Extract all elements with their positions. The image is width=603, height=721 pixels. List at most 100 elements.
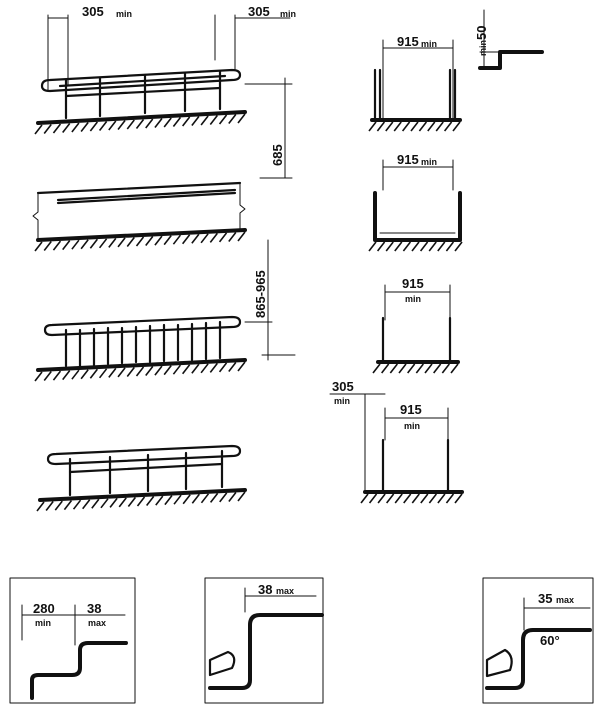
hatch-section-4 — [403, 493, 412, 504]
hatch-ramp-3 — [89, 368, 98, 379]
svg-text:min: min — [35, 618, 51, 628]
ground-hatching — [34, 113, 463, 512]
hatch-section-4 — [428, 493, 437, 504]
svg-text:min: min — [421, 157, 437, 167]
edge-posts-1 — [373, 68, 457, 122]
hatch-ramp-1 — [145, 118, 154, 129]
hatch-ramp-4 — [200, 493, 210, 504]
hatch-ramp-1 — [71, 122, 80, 133]
hatch-section-1 — [427, 121, 436, 132]
ramp-surface-4 — [38, 488, 247, 502]
hatch-ramp-3 — [182, 364, 191, 375]
dimension-min-label: min — [280, 9, 296, 19]
hatch-ramp-2 — [62, 240, 71, 251]
edge-detail-50: 50 min — [474, 9, 544, 70]
hatch-ramp-2 — [228, 231, 237, 242]
ramp-elevation-2 — [32, 181, 247, 242]
stair-detail-2: 38 max — [204, 577, 324, 704]
hatch-section-2 — [368, 241, 377, 252]
dimension-label-35: 35 — [538, 591, 552, 606]
angle-label-60: 60° — [540, 633, 560, 648]
hatch-section-1 — [410, 121, 419, 132]
hatch-section-3 — [450, 363, 459, 374]
handrail-upper-4 — [46, 444, 242, 466]
dimension-label-865-965: 865-965 — [253, 270, 268, 318]
edge-section-4: 305 min 915 min — [329, 379, 464, 494]
hatch-ramp-1 — [43, 124, 52, 134]
hatch-ramp-4 — [209, 492, 219, 503]
hatch-ramp-3 — [126, 366, 135, 377]
hatch-ramp-3 — [43, 371, 52, 382]
hatch-ramp-4 — [146, 496, 155, 507]
hatch-ramp-3 — [34, 371, 43, 382]
hatch-section-1 — [418, 121, 428, 132]
hatch-ramp-3 — [135, 366, 145, 377]
hatch-ramp-1 — [237, 113, 246, 124]
svg-text:min: min — [404, 421, 420, 431]
wall-rail — [56, 188, 237, 202]
hatch-ramp-3 — [172, 364, 182, 375]
hatch-ramp-4 — [164, 495, 173, 506]
hatch-ramp-1 — [191, 116, 200, 126]
hatch-section-3 — [372, 363, 381, 374]
hatch-ramp-4 — [127, 496, 136, 507]
wall-break-left — [32, 192, 39, 241]
svg-text:max: max — [276, 586, 294, 596]
hatch-ramp-4 — [191, 493, 200, 504]
hatch-section-4 — [394, 493, 403, 504]
hatch-ramp-2 — [52, 240, 62, 251]
hatch-ramp-3 — [209, 362, 218, 373]
hatch-section-4 — [437, 493, 446, 504]
handrail-upper — [40, 68, 242, 93]
hatch-section-2 — [419, 241, 429, 252]
hatch-section-4 — [368, 493, 378, 504]
hatch-ramp-3 — [108, 367, 117, 378]
hatch-section-4 — [411, 493, 420, 504]
hatch-ramp-3 — [228, 361, 237, 372]
hatch-ramp-4 — [45, 501, 54, 512]
hatch-ramp-4 — [118, 497, 127, 508]
hatch-section-3 — [441, 363, 450, 374]
hatch-ramp-4 — [136, 496, 146, 507]
hatch-ramp-4 — [72, 499, 82, 510]
hatch-section-2 — [454, 241, 463, 252]
ramp-elevation-1: 305 min 305 min — [36, 4, 296, 125]
svg-text:min: min — [405, 294, 421, 304]
hatch-ramp-4 — [100, 498, 109, 509]
detail-frame-3 — [482, 577, 594, 704]
hatch-ramp-2 — [172, 234, 182, 245]
hatch-section-4 — [360, 493, 369, 504]
dimension-label-38-1: 38 — [87, 601, 101, 616]
hatch-section-1 — [452, 121, 461, 132]
hatch-ramp-3 — [71, 369, 80, 380]
hatch-ramp-4 — [54, 500, 63, 511]
handrail-upper-inner — [58, 74, 227, 88]
hatch-ramp-1 — [172, 117, 182, 127]
hatch-ramp-3 — [218, 362, 228, 373]
hatch-ramp-3 — [154, 365, 163, 376]
hatch-ramp-4 — [182, 494, 191, 505]
hatch-ramp-3 — [237, 361, 246, 372]
svg-text:min: min — [334, 396, 350, 406]
hatch-ramp-4 — [36, 501, 45, 512]
ramp-elevation-4 — [38, 444, 247, 502]
hatch-ramp-1 — [89, 121, 98, 132]
edge-section-3: 915 min — [376, 276, 460, 364]
hatch-ramp-2 — [218, 232, 228, 243]
hatch-section-2 — [445, 241, 455, 252]
hatch-section-1 — [385, 121, 394, 132]
hatch-ramp-1 — [126, 119, 135, 130]
wall-rail-2 — [56, 191, 237, 205]
dimension-label-685: 685 — [270, 144, 285, 166]
detail-frame-1 — [9, 577, 136, 704]
hatch-ramp-1 — [108, 120, 117, 131]
dimension-label-305-section: 305 — [332, 379, 354, 394]
hatch-ramp-1 — [34, 124, 43, 135]
hatch-section-1 — [401, 121, 411, 132]
hatch-ramp-3 — [145, 366, 154, 377]
hatch-ramp-1 — [182, 116, 191, 127]
dimension-label-915-3: 915 — [402, 276, 424, 291]
hatch-section-1 — [376, 121, 386, 132]
hatch-section-3 — [433, 363, 442, 374]
hatch-section-1 — [435, 121, 444, 132]
